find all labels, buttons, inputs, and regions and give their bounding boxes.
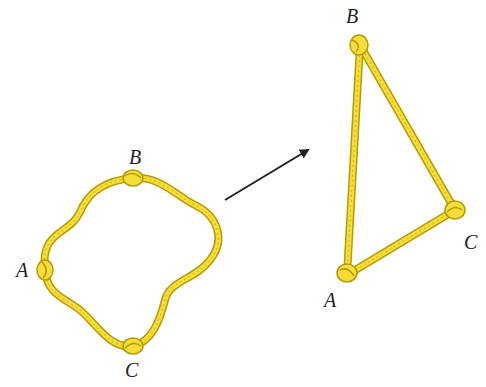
rope-knot (337, 35, 465, 282)
vertex-label: C (125, 360, 138, 380)
vertex-label: B (129, 147, 141, 167)
transform-arrow (225, 150, 308, 200)
rope-triangle (347, 45, 455, 275)
vertex-label: A (16, 260, 28, 280)
rope-loop (44, 178, 218, 347)
vertex-label: C (464, 232, 477, 252)
vertex-label: A (324, 290, 336, 310)
rope-knot (37, 170, 143, 354)
vertex-label: B (346, 6, 358, 26)
